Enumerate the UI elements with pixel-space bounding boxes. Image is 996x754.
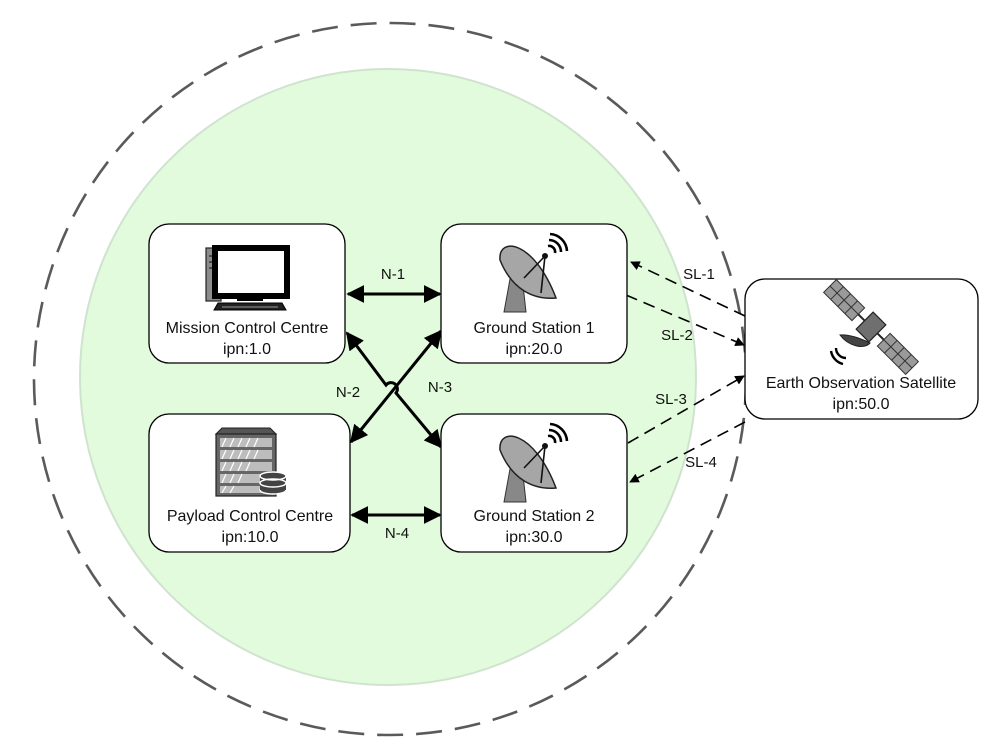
link-label-sl4: SL-4 [685,454,717,471]
link-label-sl3: SL-3 [655,391,687,408]
gs2-name: Ground Station 2 [474,508,595,525]
link-label-n4: N-4 [385,525,409,542]
gs2-address: ipn:30.0 [506,529,563,546]
pcc-address: ipn:10.0 [222,529,279,546]
link-label-n3: N-3 [428,379,452,396]
satellite-dish-icon [499,232,569,313]
satellite-icon [822,278,920,376]
node-ground-station-1[interactable]: Ground Station 1 ipn:20.0 [440,223,628,364]
mcc-name: Mission Control Centre [166,320,329,337]
ground-network-region [79,68,697,686]
sat-name: Earth Observation Satellite [766,375,956,392]
mcc-address: ipn:1.0 [223,341,271,358]
link-n2 [349,329,443,444]
node-mission-control-centre[interactable]: Mission Control Centre ipn:1.0 [148,223,346,364]
node-ground-station-2[interactable]: Ground Station 2 ipn:30.0 [440,413,628,553]
link-label-n2: N-2 [336,384,360,401]
link-sl2 [625,294,745,347]
gs1-address: ipn:20.0 [506,341,563,358]
node-payload-control-centre[interactable]: Payload Control Centre ipn:10.0 [148,413,351,553]
link-sl3 [627,375,745,444]
satellite-dish-icon [499,422,569,503]
server-database-icon [214,427,287,497]
gs1-name: Ground Station 1 [474,320,595,337]
pcc-name: Payload Control Centre [167,508,333,525]
desktop-computer-icon [205,245,290,311]
link-label-sl2: SL-2 [661,327,693,344]
terrestrial-links [345,285,443,524]
node-earth-observation-satellite[interactable]: Earth Observation Satellite ipn:50.0 [744,278,979,420]
link-label-sl1: SL-1 [683,266,715,283]
sat-address: ipn:50.0 [833,396,890,413]
link-label-n1: N-1 [381,266,405,283]
space-links [625,261,746,483]
link-sl4 [629,421,746,483]
link-sl1 [630,261,746,317]
